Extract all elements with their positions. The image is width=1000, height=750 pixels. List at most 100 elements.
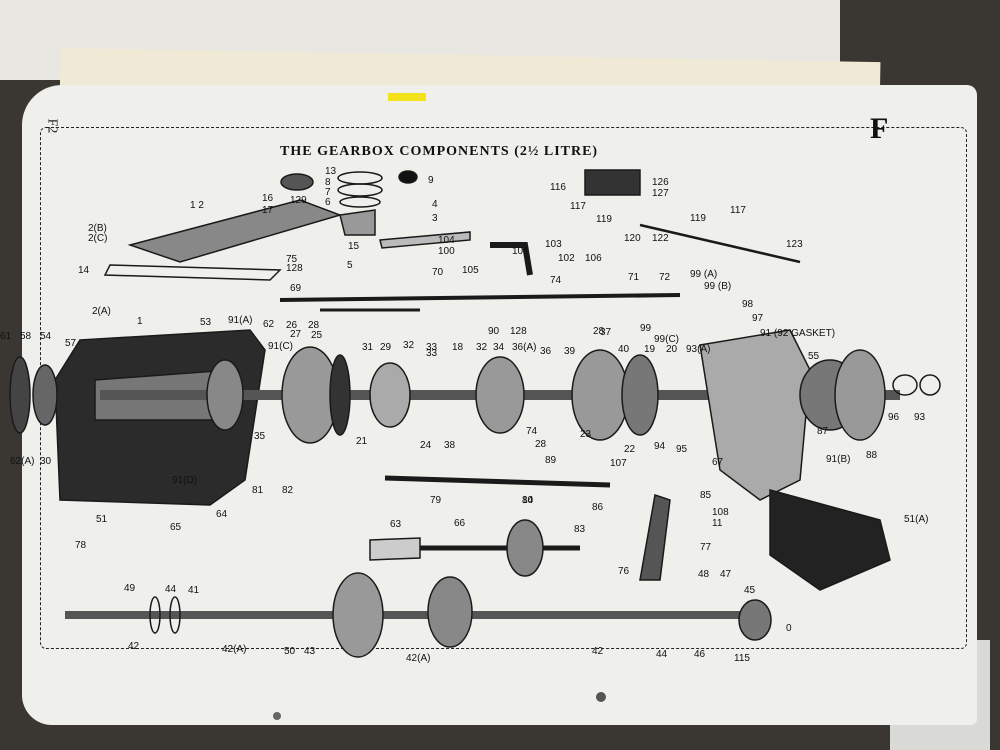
part-number-label: 36(A) xyxy=(512,342,537,353)
part-number-label: 44 xyxy=(656,649,668,660)
part-number-label: 5 xyxy=(347,260,353,271)
part-number-label: 116 xyxy=(550,182,566,193)
part-number-label: 106 xyxy=(585,253,602,264)
part-number-label: 127 xyxy=(652,188,669,199)
part-number-label: 20 xyxy=(666,344,678,355)
part-number-label: 67 xyxy=(712,457,724,468)
part-number-label: 97 xyxy=(752,313,764,324)
part-number-label: 117 xyxy=(730,205,746,216)
part-number-label: 18 xyxy=(452,342,464,353)
part-number-label: 86 xyxy=(592,502,604,513)
part-number-label: 101 xyxy=(512,246,529,257)
part-number-label: 38 xyxy=(444,440,456,451)
part-number-label: 45 xyxy=(744,585,756,596)
part-number-label: 66 xyxy=(454,518,466,529)
part-number-label: 28 xyxy=(308,320,320,331)
part-number-label: 93(A) xyxy=(686,344,711,355)
part-number-label: 4 xyxy=(432,199,438,210)
part-number-label: 99(C) xyxy=(654,334,680,345)
part-number-label: 10 xyxy=(522,495,534,506)
part-number-label: 9 xyxy=(428,175,434,186)
part-number-label: 28 xyxy=(535,439,547,450)
part-number-label: 64 xyxy=(216,509,228,520)
part-number-label: 75 xyxy=(286,254,298,265)
part-number-label: 78 xyxy=(75,540,87,551)
part-number-label: 42 xyxy=(128,641,140,652)
part-number-label: 74 xyxy=(550,275,562,286)
part-number-label: 11 xyxy=(712,518,723,529)
part-number-label: 42 xyxy=(592,646,604,657)
part-number-label: 105 xyxy=(462,265,479,276)
part-number-label: 17 xyxy=(262,205,274,216)
part-number-label: 61 xyxy=(0,331,12,342)
diagram-title: THE GEARBOX COMPONENTS (2½ LITRE) xyxy=(280,144,599,159)
part-number-label: 39 xyxy=(564,346,576,357)
part-number-label: 91(D) xyxy=(172,475,198,486)
part-number-label: 119 xyxy=(596,214,612,225)
part-number-label: 31 xyxy=(362,342,374,353)
part-number-label: 62 xyxy=(263,319,275,330)
part-number-label: 51(A) xyxy=(904,514,929,525)
part-number-label: 120 xyxy=(624,233,641,244)
part-number-label: 57 xyxy=(65,338,77,349)
part-number-label: 2(C) xyxy=(88,233,108,244)
part-number-label: 115 xyxy=(734,653,750,664)
part-number-label: 0 xyxy=(786,623,792,634)
part-number-label: 87 xyxy=(817,426,829,437)
part-number-label: 37 xyxy=(600,327,612,338)
part-number-label: 1 2 xyxy=(190,200,204,211)
part-number-label: 13 xyxy=(325,166,337,177)
part-number-label: 21 xyxy=(356,436,368,447)
part-number-label: 28 xyxy=(593,326,605,337)
part-number-label: 77 xyxy=(700,542,712,553)
part-number-label: 26 xyxy=(286,320,298,331)
part-number-label: 46 xyxy=(694,649,706,660)
part-number-label: 47 xyxy=(720,569,732,580)
part-number-label: 15 xyxy=(348,241,360,252)
part-number-label: 35 xyxy=(254,431,266,442)
part-number-label: 70 xyxy=(432,267,444,278)
part-number-label: 2(A) xyxy=(92,306,111,317)
part-number-label: 117 xyxy=(570,201,586,212)
part-number-label: 76 xyxy=(618,566,630,577)
part-number-label: 123 xyxy=(786,239,803,250)
part-number-label: 103 xyxy=(545,239,562,250)
part-number-label: 3 xyxy=(432,213,438,224)
part-number-label: 53 xyxy=(200,317,212,328)
part-number-label: 36 xyxy=(540,346,552,357)
binder-rivet xyxy=(596,692,606,702)
part-number-label: 91(C) xyxy=(268,341,294,352)
part-number-label: 49 xyxy=(124,583,136,594)
part-number-label: 1 xyxy=(137,316,143,327)
part-number-label: 99 (A) xyxy=(690,269,718,280)
part-number-label: 88 xyxy=(866,450,878,461)
part-number-label: 54 xyxy=(40,331,52,342)
part-number-label: 16 xyxy=(262,193,274,204)
part-number-label: 58 xyxy=(20,331,32,342)
part-number-label: 51 xyxy=(96,514,108,525)
part-number-label: 71 xyxy=(628,272,640,283)
part-number-label: 90 xyxy=(488,326,500,337)
part-number-label: 96 xyxy=(888,412,900,423)
part-number-label: 95 xyxy=(676,444,688,455)
part-number-label: 81 xyxy=(252,485,264,496)
part-number-label: 48 xyxy=(698,569,710,580)
part-number-label: 44 xyxy=(165,584,177,595)
part-number-label: 99 (B) xyxy=(704,281,732,292)
part-number-label: 98 xyxy=(742,299,754,310)
part-number-label: 94 xyxy=(654,441,666,452)
part-number-label: 41 xyxy=(188,585,200,596)
part-number-label: 91(B) xyxy=(826,454,851,465)
part-number-label: 34 xyxy=(493,342,505,353)
part-number-label: 107 xyxy=(610,458,627,469)
part-number-label: 74 xyxy=(526,426,538,437)
binder-rivet xyxy=(273,712,281,720)
part-number-label: 69 xyxy=(290,283,302,294)
part-number-label: 25 xyxy=(311,330,323,341)
yellow-tab xyxy=(388,93,426,101)
part-number-label: 85 xyxy=(700,490,712,501)
part-number-label: 55 xyxy=(808,351,820,362)
part-number-label: 14 xyxy=(78,265,90,276)
part-number-label: 128 xyxy=(510,326,527,337)
part-number-label: 33 xyxy=(426,342,438,353)
